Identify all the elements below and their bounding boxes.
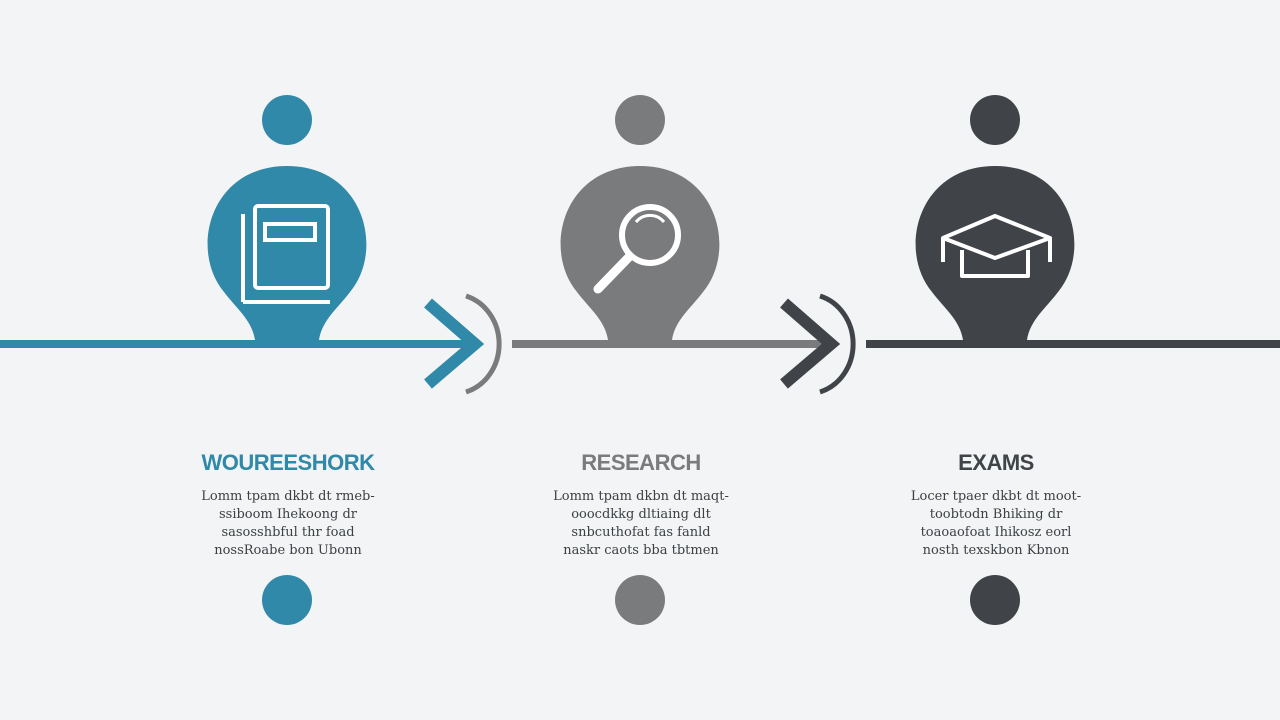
stage-1-bottom-dot [262,575,312,625]
timeline-segment-1 [0,340,470,348]
stage-1-body-line: sasosshbful thr foad [221,525,355,540]
stage-1-body-line: Lomm tpam dkbt dt rmeb- [201,489,375,504]
stage-3-body-line: toobtodn Bhiking dr [929,507,1063,522]
stage-2-pin [560,166,720,340]
stage-1-node [207,95,367,625]
stage-3-title: EXAMS [958,450,1034,475]
graduation-cap-icon [941,214,1052,278]
timeline-segment-2 [512,340,828,348]
stage-2-top-dot [615,95,665,145]
stage-2-body-line: naskr caots bba tbtmen [563,543,719,558]
stage-2-body-line: ooocdkkg dltiaing dlt [571,507,711,522]
stage-3-node [915,95,1075,625]
stage-2-label: RESEARCH Lomm tpam dkbn dt maqt- ooocdkk… [491,448,791,560]
arrow-connector-1 [424,293,502,395]
stage-2-body-line: Lomm tpam dkbn dt maqt- [553,489,729,504]
magnifying-glass-icon [593,204,681,294]
stage-1-label: WOUREESHORK Lomm tpam dkbt dt rmeb- ssib… [138,448,438,560]
stage-1-body-line: nossRoabe bon Ubonn [214,543,362,558]
stage-2-node [560,95,720,625]
stage-1-top-dot [262,95,312,145]
stage-3-body-line: Locer tpaer dkbt dt moot- [910,489,1082,504]
stage-3-body-line: toaoaofoat Ihikosz eorl [920,525,1072,540]
stage-3-pin [915,166,1075,340]
stage-3-label: EXAMS Locer tpaer dkbt dt moot- toobtodn… [846,448,1146,560]
stage-1-title: WOUREESHORK [201,450,375,475]
stage-1-body-line: ssiboom Ihekoong dr [218,507,358,522]
stage-2-title: RESEARCH [581,450,701,475]
timeline-segment-3 [866,340,1280,348]
stage-2-body-line: snbcuthofat fas fanld [571,525,711,540]
stage-1-pin [207,166,367,340]
stage-2-bottom-dot [615,575,665,625]
stage-3-bottom-dot [970,575,1020,625]
arrow-connector-2 [780,293,856,395]
stage-3-top-dot [970,95,1020,145]
stage-3-body-line: nosth texskbon Kbnon [922,543,1070,558]
book-icon [241,204,330,304]
